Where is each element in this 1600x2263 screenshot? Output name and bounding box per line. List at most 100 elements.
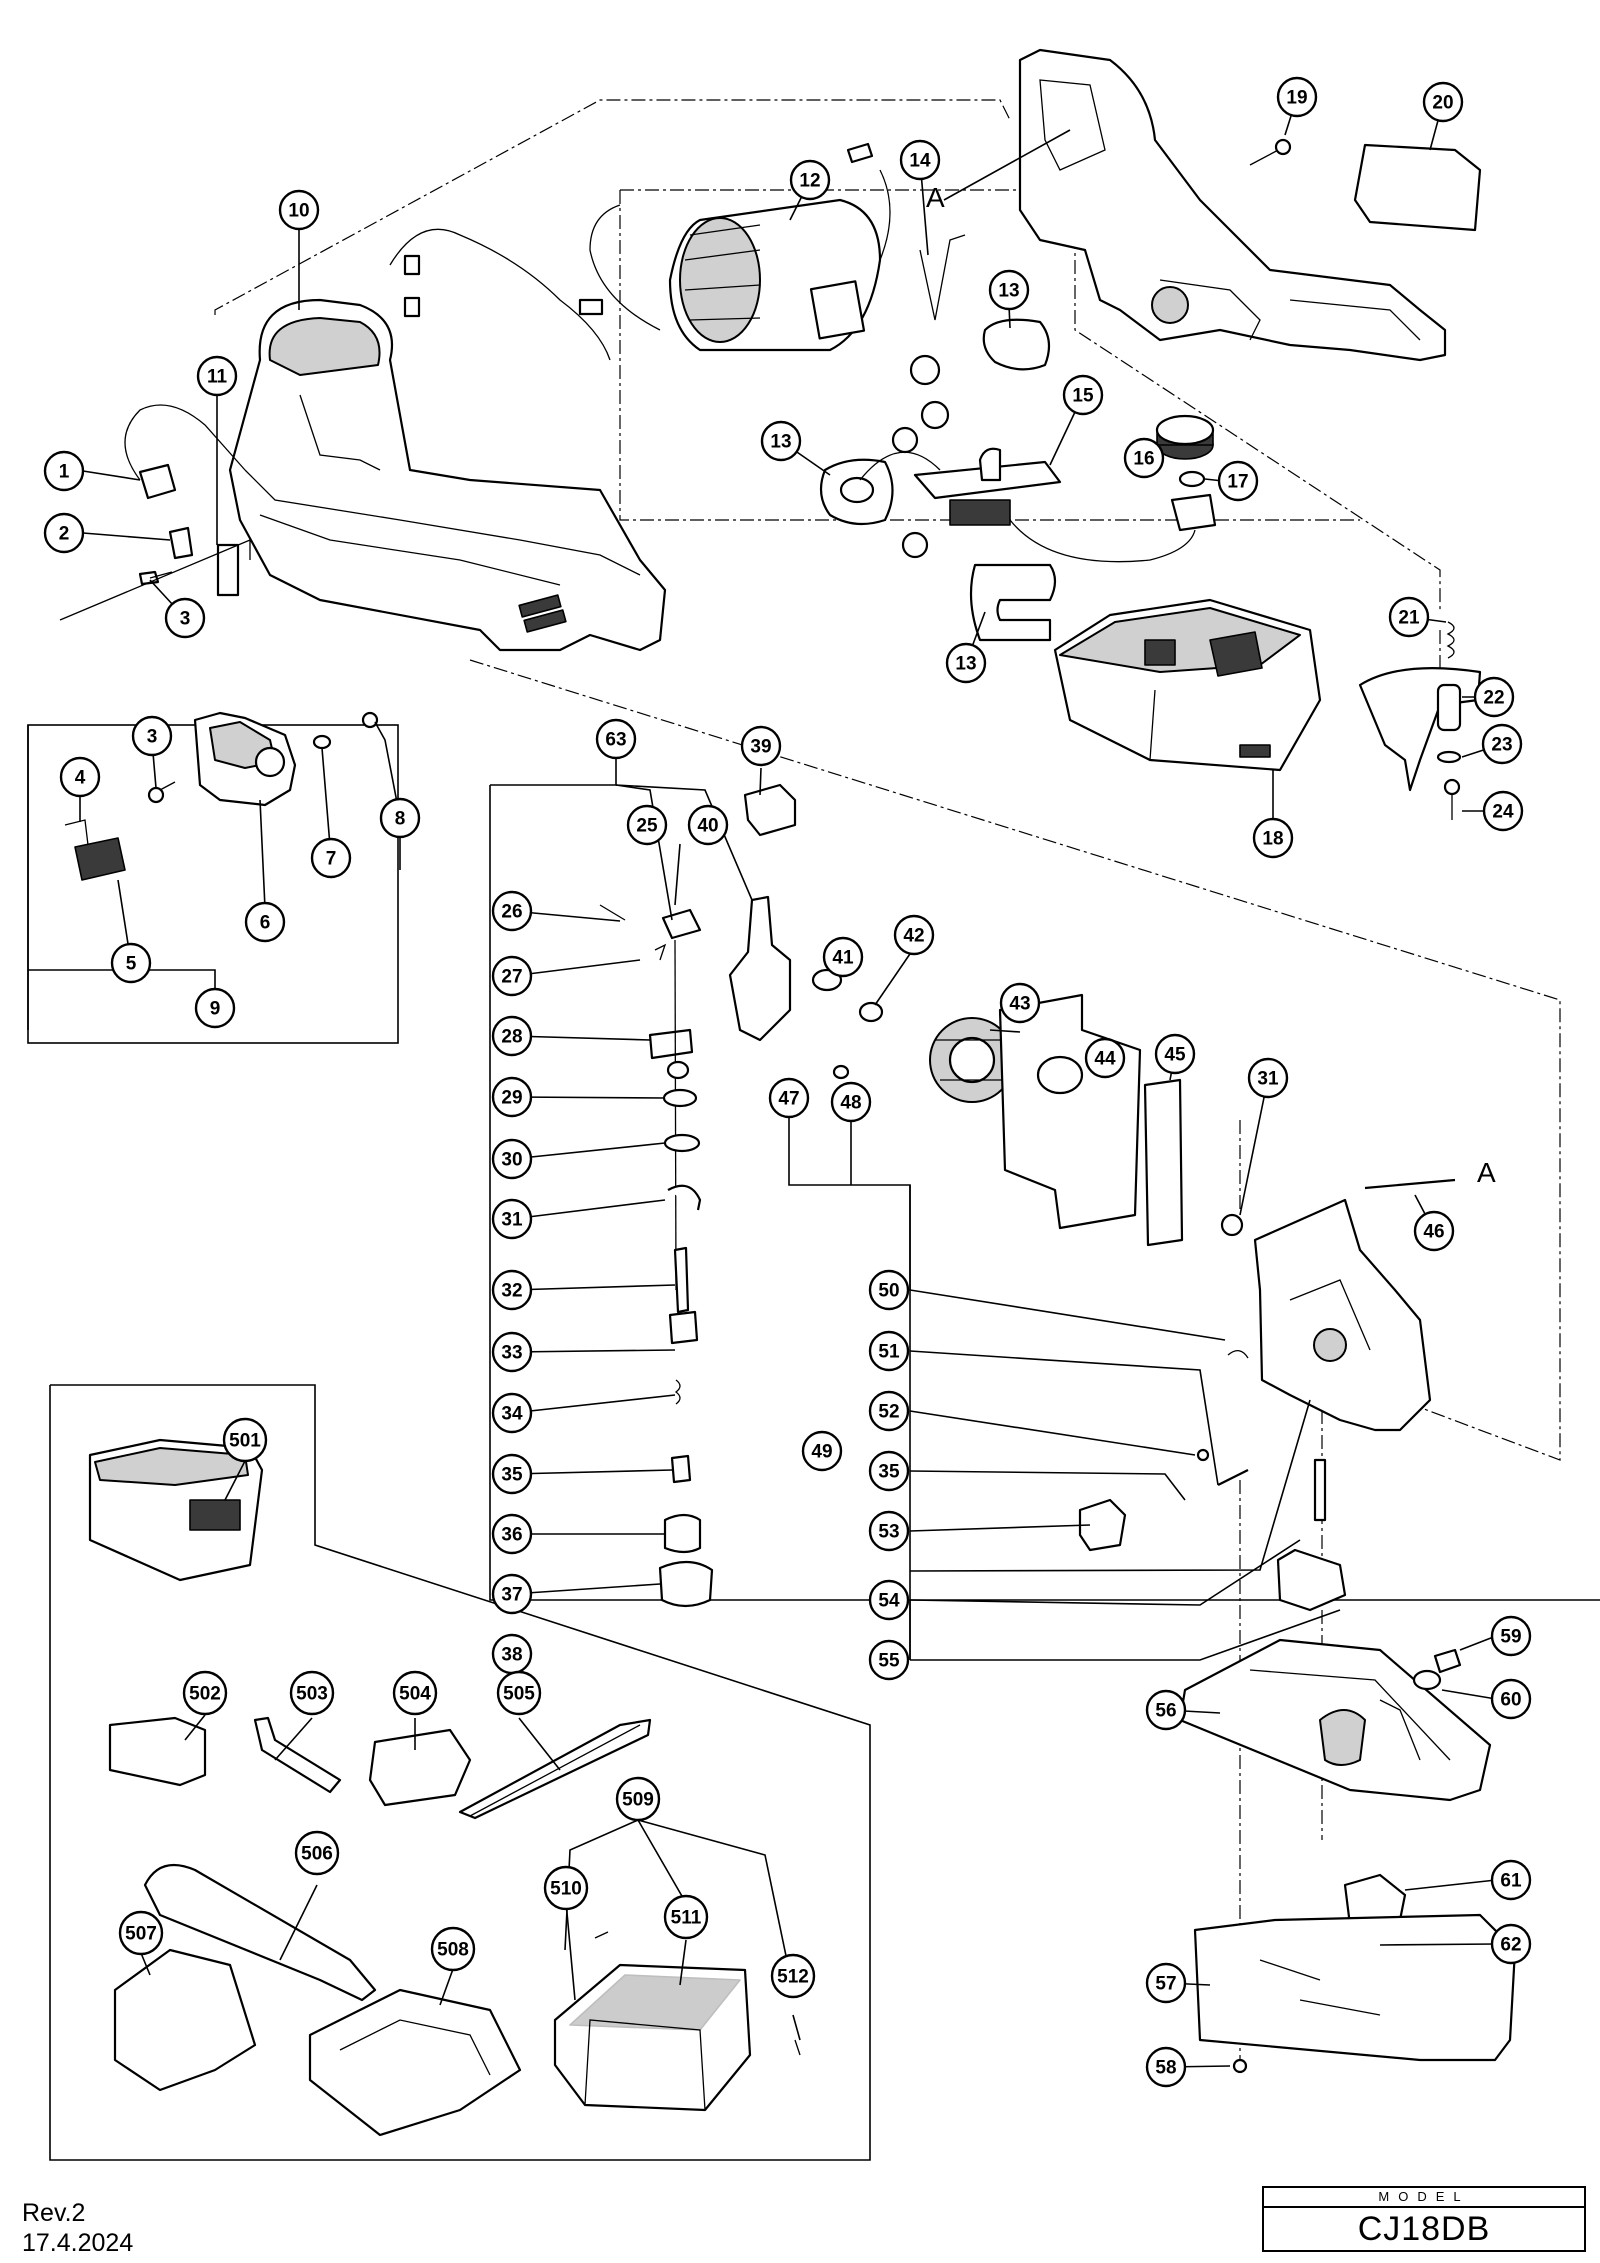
callout-53: 53 <box>868 1510 910 1552</box>
terminal-14 <box>919 234 966 321</box>
callout-label: 13 <box>998 281 1019 302</box>
callout-label: 7 <box>326 849 337 870</box>
callout-label: 48 <box>840 1093 861 1114</box>
callout-label: 51 <box>878 1342 900 1363</box>
callout-59: 59 <box>1490 1615 1532 1657</box>
callout-504: 504 <box>392 1670 438 1716</box>
callout-label: 56 <box>1155 1701 1176 1722</box>
housing-right <box>1018 48 1447 362</box>
callout-54: 54 <box>868 1579 910 1621</box>
callout-32: 32 <box>491 1269 533 1311</box>
callout-511: 511 <box>663 1894 709 1940</box>
callout-24: 24 <box>1482 790 1524 832</box>
callout-507: 507 <box>118 1910 164 1956</box>
accessory-box <box>49 1384 871 2161</box>
reference-mark-a: A <box>1477 1157 1496 1188</box>
callout-10: 10 <box>278 189 320 231</box>
callout-62: 62 <box>1490 1923 1532 1965</box>
callout-56: 56 <box>1145 1689 1187 1731</box>
callout-label: 15 <box>1072 386 1094 407</box>
callout-40: 40 <box>687 804 729 846</box>
controller-15 <box>859 447 1196 563</box>
callout-27: 27 <box>491 955 533 997</box>
callout-2: 2 <box>43 512 85 554</box>
callout-15: 15 <box>1062 374 1104 416</box>
callout-label: 9 <box>210 999 221 1020</box>
callout-510: 510 <box>543 1865 589 1911</box>
callout-label: 10 <box>288 201 309 222</box>
callout-label: 53 <box>878 1522 899 1543</box>
callout-11: 11 <box>196 355 238 397</box>
switch-parts-1-2-3-11 <box>59 404 251 621</box>
callout-label: 37 <box>501 1585 522 1606</box>
callout-label: 28 <box>501 1027 522 1048</box>
callout-13: 13 <box>988 269 1030 311</box>
callout-3: 3 <box>164 597 206 639</box>
callout-45: 45 <box>1154 1033 1196 1075</box>
callout-33: 33 <box>491 1331 533 1373</box>
callout-14: 14 <box>899 139 941 181</box>
callout-label: 16 <box>1133 449 1154 470</box>
callout-label: 46 <box>1423 1222 1444 1243</box>
callout-35: 35 <box>491 1453 533 1495</box>
callout-label: 47 <box>778 1089 799 1110</box>
callout-9: 9 <box>194 987 236 1029</box>
callout-6: 6 <box>244 901 286 943</box>
callout-20: 20 <box>1422 81 1464 123</box>
callout-label: 18 <box>1262 829 1283 850</box>
callout-label: 21 <box>1398 608 1420 629</box>
callout-31: 31 <box>1247 1057 1289 1099</box>
callout-42: 42 <box>893 914 935 956</box>
callout-44: 44 <box>1084 1037 1126 1079</box>
reference-marks: A A <box>926 129 1496 1188</box>
ferrite-cores-13 <box>819 318 1057 642</box>
callout-label: 49 <box>811 1442 832 1463</box>
base-56-62 <box>1178 1638 1517 2074</box>
callout-label: 45 <box>1164 1045 1186 1066</box>
callout-label: 4 <box>75 768 86 789</box>
callout-label: 8 <box>395 809 406 830</box>
callout-7: 7 <box>310 837 352 879</box>
callout-28: 28 <box>491 1015 533 1057</box>
callout-41: 41 <box>822 936 864 978</box>
callout-label: 52 <box>878 1402 899 1423</box>
callout-label: 11 <box>207 367 228 388</box>
revision-label: Rev.2 <box>22 2199 86 2227</box>
callout-52: 52 <box>868 1390 910 1432</box>
model-caption: MODEL <box>1264 2188 1584 2208</box>
callout-label: 22 <box>1483 688 1504 709</box>
callout-47: 47 <box>768 1077 810 1119</box>
callout-label: 60 <box>1500 1690 1521 1711</box>
callout-1: 1 <box>43 450 85 492</box>
callout-label: 508 <box>437 1940 469 1961</box>
callout-63: 63 <box>595 718 637 760</box>
callout-label: 505 <box>503 1684 535 1705</box>
callout-label: 40 <box>697 816 718 837</box>
callout-label: 32 <box>501 1281 522 1302</box>
callout-22: 22 <box>1473 676 1515 718</box>
callout-38: 38 <box>491 1633 533 1675</box>
callout-label: 510 <box>550 1879 582 1900</box>
callout-label: 6 <box>260 913 271 934</box>
callout-57: 57 <box>1145 1962 1187 2004</box>
callout-label: 35 <box>878 1462 900 1483</box>
callout-label: 63 <box>605 730 626 751</box>
callout-label: 57 <box>1155 1974 1176 1995</box>
callout-503: 503 <box>289 1670 335 1716</box>
callout-8: 8 <box>379 797 421 839</box>
callout-50: 50 <box>868 1269 910 1311</box>
plates-44-45-31-46 <box>998 993 1456 1247</box>
gear-parts-39-43 <box>728 783 1015 1103</box>
callout-label: 31 <box>1257 1069 1279 1090</box>
leader-lines <box>27 96 1503 2068</box>
callout-label: 3 <box>180 609 191 630</box>
housing-left-10 <box>228 228 667 652</box>
callout-505: 505 <box>496 1670 542 1716</box>
callout-61: 61 <box>1490 1859 1532 1901</box>
callout-21: 21 <box>1388 596 1430 638</box>
callout-label: 506 <box>301 1844 333 1865</box>
callout-502: 502 <box>182 1670 228 1716</box>
callout-label: 17 <box>1227 472 1248 493</box>
